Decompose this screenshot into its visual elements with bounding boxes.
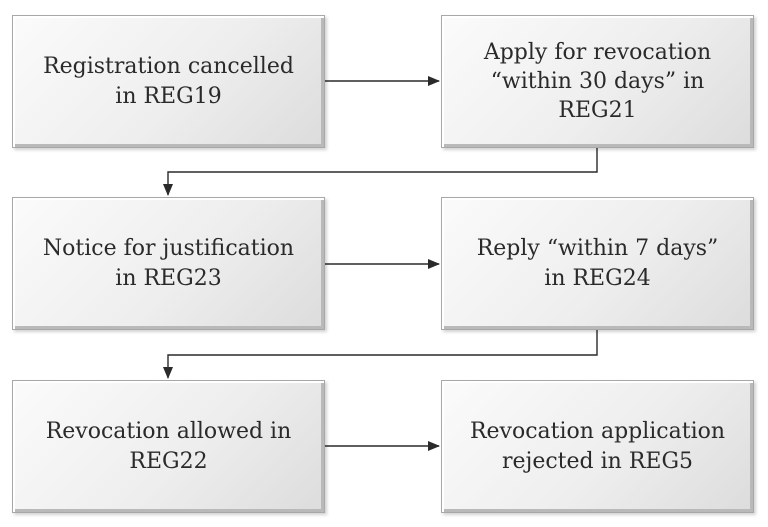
box-reply-within-7-days: Reply “within 7 days” in REG24: [441, 197, 754, 330]
box-registration-cancelled: Registration cancelled in REG19: [12, 15, 325, 148]
box-label: Revocation application rejected in REG5: [469, 419, 726, 474]
connector-b4-to-b5: [163, 330, 598, 379]
box-label: Reply “within 7 days” in REG24: [476, 236, 719, 291]
box-revocation-allowed: Revocation allowed in REG22: [12, 380, 325, 513]
box-revocation-rejected: Revocation application rejected in REG5: [441, 380, 754, 513]
box-label: Revocation allowed in REG22: [45, 419, 292, 474]
box-notice-for-justification: Notice for justification in REG23: [12, 197, 325, 330]
box-apply-for-revocation: Apply for revocation “within 30 days” in…: [441, 15, 754, 148]
box-label: Registration cancelled in REG19: [43, 54, 294, 109]
box-label: Apply for revocation “within 30 days” in…: [483, 39, 712, 124]
connector-b2-to-b3: [163, 148, 598, 196]
box-label: Notice for justification in REG23: [42, 236, 295, 291]
